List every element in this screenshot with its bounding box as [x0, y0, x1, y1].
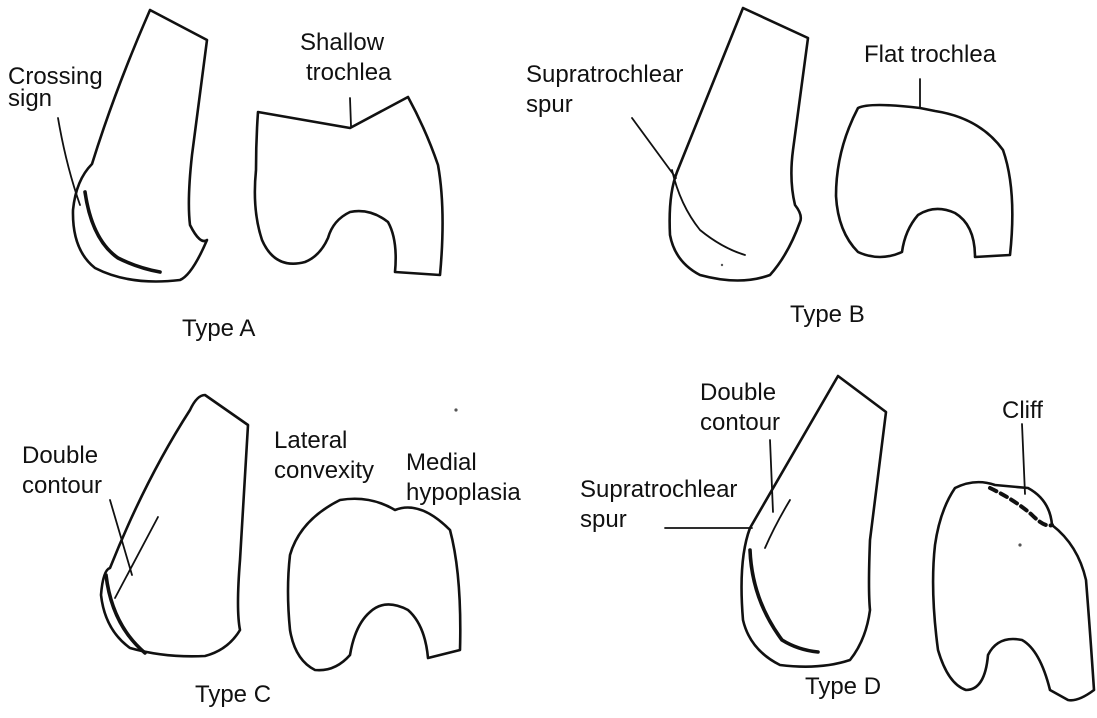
lateral-convexity-label: Lateral convexity — [274, 427, 374, 484]
femur-axial-view-icon — [933, 482, 1094, 700]
supratrochlear-spur-label: Supratrochlear spur — [526, 61, 690, 118]
shallow-trochlea-leader — [350, 98, 351, 126]
double-contour-curve-inner — [115, 517, 158, 598]
medial-hypoplasia-label: Medial hypoplasia — [406, 449, 521, 506]
panel-type-d: Double contour Supratrochlear spur Cliff… — [580, 376, 1094, 700]
crossing-sign-curve — [85, 192, 160, 272]
flat-trochlea-label: Flat trochlea — [864, 41, 997, 68]
type-c-label: Type C — [195, 681, 271, 708]
supratrochlear-spur-curve — [672, 170, 745, 255]
type-b-label: Type B — [790, 301, 865, 328]
type-d-label: Type D — [805, 673, 881, 700]
supratrochlear-spur-label: Supratrochlear spur — [580, 476, 744, 533]
femur-axial-view-icon — [288, 499, 460, 670]
femur-axial-view-icon — [836, 105, 1012, 257]
panel-type-a: Crossing sign Shallow trochlea Type A — [8, 10, 443, 342]
double-contour-curve-outer — [106, 575, 145, 653]
crossing-sign-label: Crossing sign — [8, 63, 109, 112]
double-contour-leader — [770, 440, 773, 512]
panel-type-c: Double contour Lateral convexity Medial … — [22, 395, 521, 708]
supratrochlear-spur-leader — [632, 118, 676, 178]
femur-lateral-view-icon — [101, 395, 248, 656]
double-contour-curve-outer — [750, 550, 818, 652]
panel-type-b: Supratrochlear spur Flat trochlea Type B — [526, 8, 1012, 328]
double-contour-curve-inner — [765, 500, 790, 548]
scan-speck — [454, 408, 457, 411]
type-a-label: Type A — [182, 315, 255, 342]
cliff-label: Cliff — [1002, 397, 1043, 424]
cliff-leader — [1022, 424, 1025, 494]
shallow-trochlea-label: Shallow trochlea — [300, 29, 392, 86]
double-contour-label: Double contour — [22, 442, 105, 499]
double-contour-leader — [110, 500, 132, 575]
femur-axial-view-icon — [255, 97, 443, 275]
cliff-dashed-line — [990, 488, 1052, 526]
scan-speck — [1018, 543, 1021, 546]
femur-lateral-view-icon — [73, 10, 207, 282]
femur-lateral-view-icon — [670, 8, 808, 281]
scan-speck — [721, 264, 723, 266]
double-contour-label: Double contour — [700, 379, 783, 436]
